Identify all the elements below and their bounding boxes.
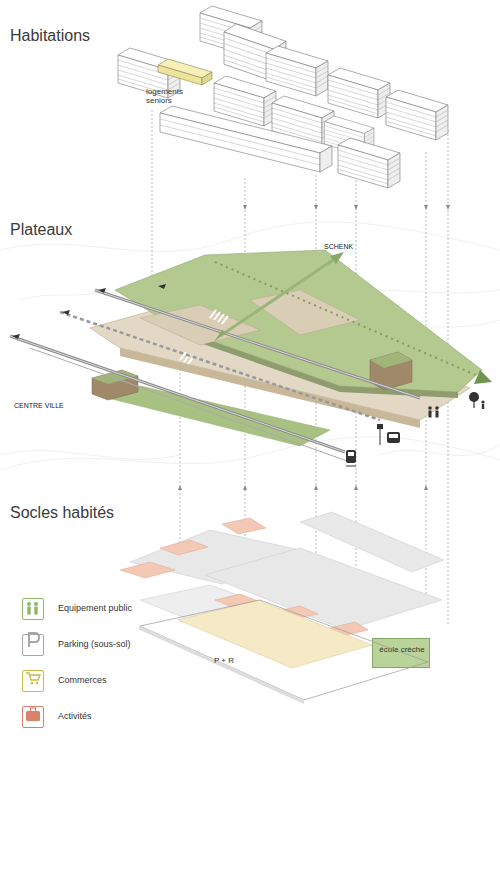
legend-swatch [22, 634, 44, 656]
socle-slabs [120, 512, 444, 668]
plateau-deck [90, 250, 482, 446]
legend-text: Activités [58, 711, 92, 722]
transport-symbols [346, 392, 485, 466]
legend-swatch [22, 670, 44, 692]
green-route-arrow [214, 252, 492, 384]
senior-housing-block: logements seniors [138, 55, 226, 107]
housing-side [202, 72, 212, 85]
park-ride-outline [140, 600, 428, 700]
park-and-ride-slab: P + R [128, 596, 448, 708]
place-name: SCHENK [324, 243, 353, 251]
node-outline [128, 596, 448, 708]
section-heading: Socles habités [10, 503, 114, 522]
direction-ticks [12, 284, 166, 339]
building-blocks [118, 6, 448, 188]
section-heading: Habitations [10, 26, 90, 45]
slab-thickness [140, 626, 304, 704]
legend-text: Equipement public [58, 603, 132, 614]
place-name: CENTRE VILLE [14, 402, 64, 410]
node-text: P + R [204, 656, 244, 665]
housing-front [158, 65, 202, 85]
section-heading: Plateaux [10, 220, 72, 239]
rail-tracks [10, 290, 420, 462]
school-nursery-box: école crèche [372, 638, 430, 668]
legend-swatch [22, 706, 44, 728]
node-text: logements seniors [146, 87, 208, 105]
legend-swatch [22, 598, 44, 620]
contour-lines [0, 222, 500, 470]
legend-text: Commerces [58, 675, 107, 686]
legend-text: Parking (sous-sol) [58, 639, 131, 650]
